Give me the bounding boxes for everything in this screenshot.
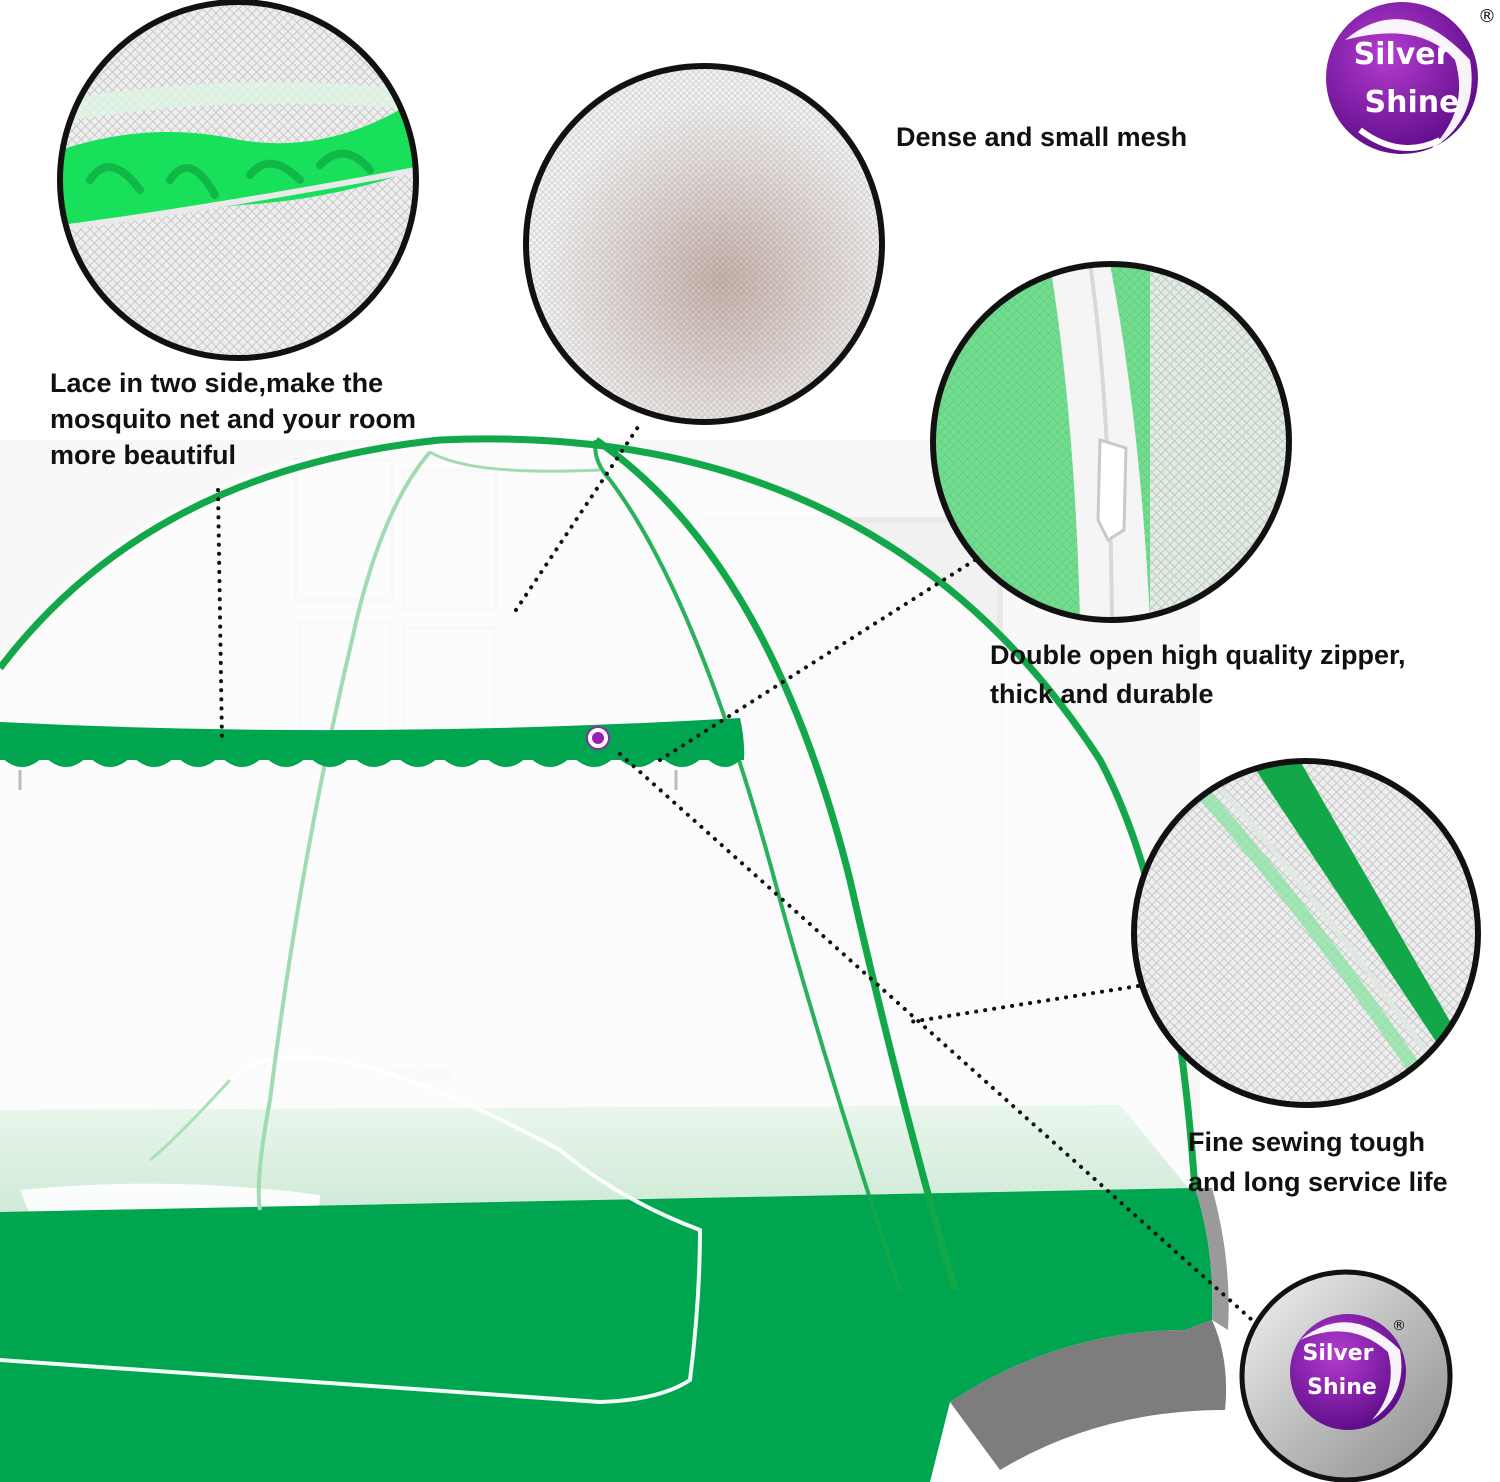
zipper-detail-circle xyxy=(930,261,1292,623)
silver-shine-badge-icon: Silver Shine ® xyxy=(1239,1269,1453,1482)
caption-line: Dense and small mesh xyxy=(896,122,1188,152)
sewing-feature-caption: Fine sewing tough and long service life xyxy=(1188,1122,1448,1202)
caption-line: Double open high quality zipper, xyxy=(990,640,1406,670)
logo-word-shine: Shine xyxy=(1365,85,1460,120)
zipper-feature-caption: Double open high quality zipper, thick a… xyxy=(990,636,1406,714)
badge-registered-mark: ® xyxy=(1392,1318,1406,1334)
lace-detail-circle xyxy=(57,0,419,361)
lace-feature-caption: Lace in two side,make the mosquito net a… xyxy=(50,365,416,473)
caption-line: thick and durable xyxy=(990,679,1214,709)
silver-shine-logo-icon: Silver Shine ® xyxy=(1326,2,1496,154)
leader-lines xyxy=(216,422,1254,1322)
logo-word-silver: Silver xyxy=(1354,37,1451,72)
caption-line: and long service life xyxy=(1188,1167,1448,1197)
caption-line: Lace in two side,make the xyxy=(50,368,384,398)
badge-word-shine: Shine xyxy=(1307,1375,1377,1400)
mosquito-net-tent-icon xyxy=(0,435,1229,1482)
mesh-detail-circle xyxy=(523,63,885,425)
caption-line: more beautiful xyxy=(50,440,237,470)
badge-word-silver: Silver xyxy=(1302,1341,1373,1366)
mesh-feature-caption: Dense and small mesh xyxy=(896,119,1187,155)
caption-line: mosquito net and your room xyxy=(50,404,417,434)
sewing-detail-circle xyxy=(1131,758,1481,1108)
registered-mark: ® xyxy=(1478,6,1496,27)
caption-line: Fine sewing tough xyxy=(1188,1127,1425,1157)
